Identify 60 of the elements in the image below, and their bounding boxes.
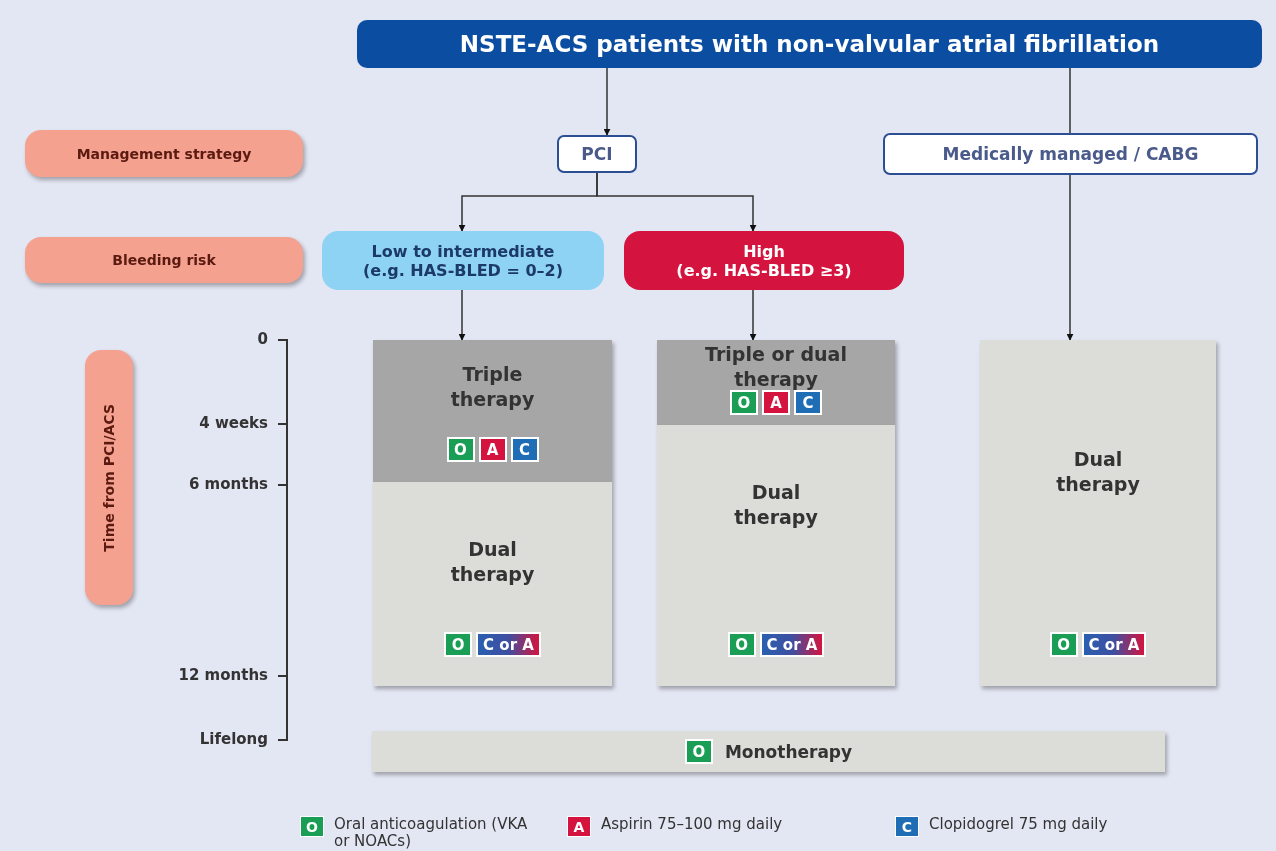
node-label: Triple or dual therapy: [704, 342, 848, 392]
axis-tick-label: 4 weeks: [199, 414, 268, 432]
drug-badge: C: [794, 390, 822, 415]
arrow: [1066, 174, 1074, 341]
drug-badge: O: [727, 632, 756, 657]
legend-swatch: O: [300, 816, 324, 837]
drug-badge: O: [730, 390, 758, 415]
node-label: Low to intermediate: [371, 241, 555, 261]
therapy-bar: [372, 731, 1165, 772]
node-label: Dual therapy: [733, 480, 819, 530]
node-label: Triple therapy: [449, 362, 536, 412]
therapy-panel: [980, 340, 1216, 686]
axis-tick-label: 0: [257, 330, 268, 348]
axis-tick-label: Lifelong: [199, 730, 268, 748]
node-label: Medically managed / CABG: [942, 144, 1199, 164]
drug-badge: A: [762, 390, 790, 415]
strategy-box: [557, 135, 637, 173]
node-label: High: [743, 241, 785, 261]
node-label: Dual therapy: [1055, 447, 1141, 497]
category-pill: [25, 130, 303, 177]
node-note: (e.g. HAS-BLED ≥3): [676, 260, 852, 280]
node-note: (e.g. HAS-BLED = 0–2): [363, 260, 563, 280]
drug-badge: C: [510, 437, 539, 462]
drug-badge: O: [684, 739, 713, 764]
node-label: NSTE-ACS patients with non-valvular atrial fibrillation: [459, 31, 1160, 57]
start-box: [357, 20, 1262, 68]
connector-line: [1069, 67, 1071, 134]
node-label: PCI: [581, 144, 613, 164]
legend-swatch: C: [895, 816, 919, 837]
therapy-panel: [657, 340, 895, 425]
therapy-panel: [373, 482, 612, 686]
drug-badge: C or A: [476, 632, 541, 657]
node-label: Monotherapy: [724, 741, 853, 762]
drug-badge: C or A: [759, 632, 825, 657]
strategy-box: [883, 133, 1258, 175]
therapy-panel: [373, 340, 612, 482]
drug-badge: C or A: [1081, 632, 1147, 657]
node-label: Dual therapy: [449, 537, 536, 587]
bleeding-risk-box: [322, 231, 604, 290]
node-label: Time from PCI/ACS: [101, 403, 117, 552]
category-pill: [25, 237, 303, 283]
arrow: [749, 289, 757, 341]
therapy-panel: [657, 425, 895, 686]
node-label: Management strategy: [76, 145, 252, 162]
arrow: [596, 172, 757, 232]
drug-badge: O: [444, 632, 473, 657]
arrow: [603, 67, 611, 136]
bleeding-risk-box: [624, 231, 904, 290]
drug-badge: A: [478, 437, 507, 462]
axis-tick-label: 6 months: [188, 475, 268, 493]
drug-badge: O: [1049, 632, 1078, 657]
category-pill: [85, 350, 133, 605]
axis-tick-label: 12 months: [178, 666, 268, 684]
arrow: [458, 289, 466, 341]
legend-text: Aspirin 75–100 mg daily: [601, 816, 784, 833]
legend-swatch: A: [567, 816, 591, 837]
legend-text: Clopidogrel 75 mg daily: [929, 816, 1109, 833]
drug-badge: O: [446, 437, 475, 462]
node-label: Bleeding risk: [112, 252, 216, 268]
legend-text: Oral anticoagulation (VKA or NOACs): [334, 816, 529, 849]
